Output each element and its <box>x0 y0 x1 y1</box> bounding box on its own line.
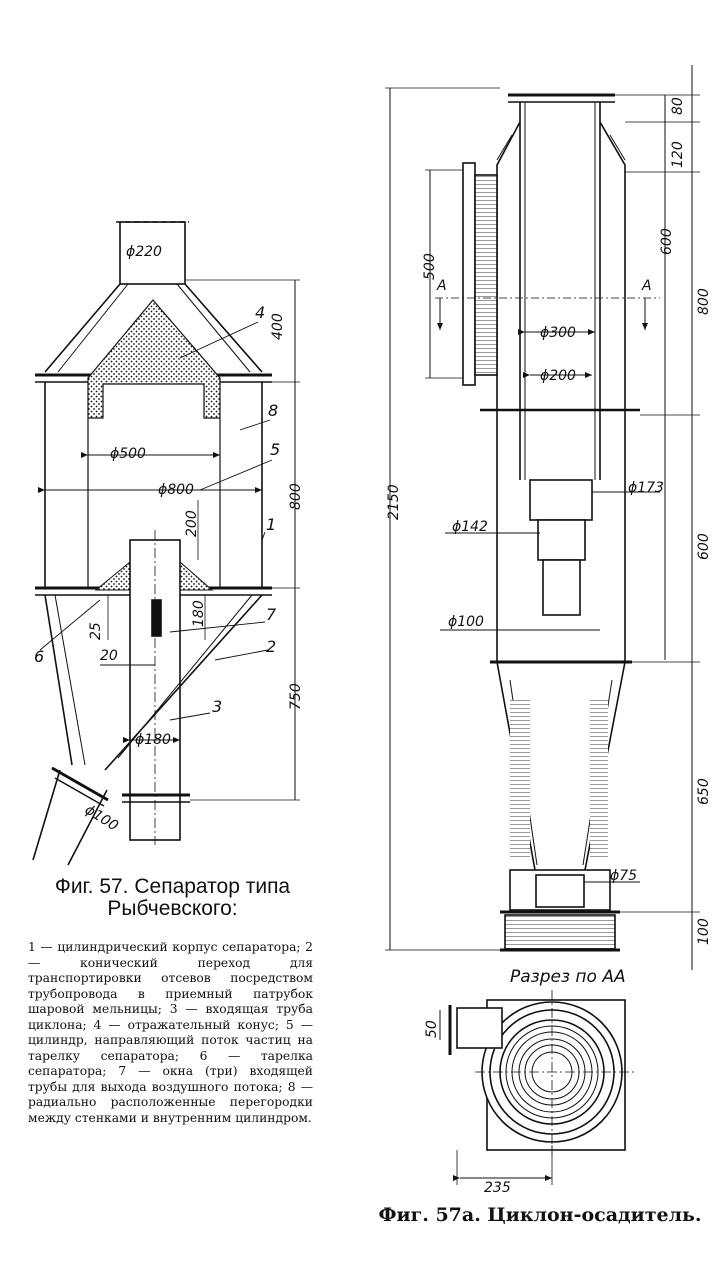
label-section-A-left: A <box>436 278 447 294</box>
label-d300: ϕ300 <box>540 325 576 341</box>
label-w20: 20 <box>100 648 118 664</box>
figure-57-legend: 1 — цилиндрический корпус сепаратора; 2 … <box>28 940 313 1125</box>
label-h600a: 600 <box>659 228 675 255</box>
label-h500: 500 <box>422 253 438 280</box>
label-h750: 750 <box>288 683 304 710</box>
label-d75: ϕ75 <box>610 868 637 884</box>
label-h600b: 600 <box>696 533 712 560</box>
figure-57-caption: Фиг. 57. Сепаратор типа Рыбчевского: <box>54 875 291 920</box>
label-h2150: 2150 <box>386 484 402 520</box>
label-section-A-right: A <box>641 278 652 294</box>
label-d180: ϕ180 <box>135 732 171 748</box>
callout-3: 3 <box>212 697 222 716</box>
callout-6: 6 <box>34 647 44 666</box>
label-h400: 400 <box>270 313 286 340</box>
label-h800-right: 800 <box>696 288 712 315</box>
callout-1: 1 <box>266 515 276 534</box>
label-d142: ϕ142 <box>452 519 488 535</box>
figure-57a-cyclone <box>385 65 700 1185</box>
label-h80: 80 <box>670 97 686 115</box>
callout-8: 8 <box>268 401 278 420</box>
label-d200: ϕ200 <box>540 368 576 384</box>
label-h50: 50 <box>424 1020 440 1038</box>
figure-57-separator <box>32 221 300 866</box>
label-d173: ϕ173 <box>628 480 664 496</box>
label-d100-cyclone: ϕ100 <box>448 614 484 630</box>
label-h180: 180 <box>191 600 207 627</box>
label-h800: 800 <box>288 483 304 510</box>
label-d220: ϕ220 <box>126 244 162 260</box>
callout-5: 5 <box>270 440 280 459</box>
label-h650: 650 <box>696 778 712 805</box>
label-w235: 235 <box>484 1180 511 1196</box>
label-w25: 25 <box>88 622 104 640</box>
figure-57a-caption: Фиг. 57а. Циклон-осадитель. <box>378 1204 702 1226</box>
label-h120: 120 <box>670 141 686 168</box>
callout-7: 7 <box>266 605 277 624</box>
label-d800: ϕ800 <box>158 482 194 498</box>
callout-4: 4 <box>255 303 265 322</box>
label-d100: ϕ100 <box>82 802 121 835</box>
label-h100: 100 <box>696 918 712 945</box>
label-h200: 200 <box>184 510 200 537</box>
label-d500: ϕ500 <box>110 446 146 462</box>
section-title: Разрез по АА <box>510 967 626 987</box>
callout-2: 2 <box>266 637 276 656</box>
